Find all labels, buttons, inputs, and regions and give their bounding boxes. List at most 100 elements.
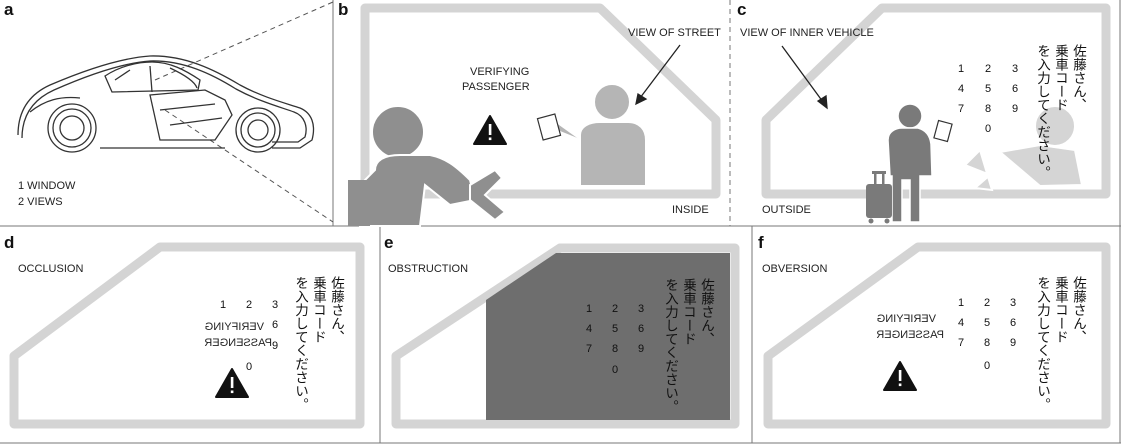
jp-line-3: を入力してください。 bbox=[662, 278, 679, 413]
mirrored-verifying-text: VERIFYING PASSENGER bbox=[204, 321, 272, 349]
key-3: 3 bbox=[638, 303, 644, 315]
panel-d: d OCCLUSION 1 2 3 6 9 0 VERIFYING PASSEN… bbox=[4, 233, 365, 429]
japanese-message-e: 佐藤さん、 乗車コード を入力してください。 bbox=[662, 278, 715, 413]
person-inside bbox=[963, 105, 1084, 192]
obversion-title: OBVERSION bbox=[762, 263, 827, 275]
key-8: 8 bbox=[984, 337, 990, 349]
key-2: 2 bbox=[985, 63, 991, 75]
japanese-message-c: 佐藤さん、 乗車コード を入力してください。 bbox=[1034, 44, 1087, 179]
japanese-message-d: 佐藤さん、 乗車コード を入力してください。 bbox=[292, 276, 345, 411]
window-frame bbox=[360, 3, 721, 199]
car-illustration bbox=[17, 55, 315, 153]
inside-label: INSIDE bbox=[672, 204, 709, 216]
panel-e: e OBSTRUCTION 1 2 3 4 5 6 7 8 9 0 佐藤さん、 … bbox=[384, 233, 740, 429]
key-8: 8 bbox=[612, 343, 618, 355]
jp-line-2: 乗車コード bbox=[310, 276, 327, 344]
key-5: 5 bbox=[984, 317, 990, 329]
key-3: 3 bbox=[1012, 63, 1018, 75]
window-frame bbox=[9, 242, 365, 429]
panel-c: c VIEW OF INNER VEHICLE 1 bbox=[737, 0, 1111, 224]
suitcase-icon bbox=[866, 171, 892, 224]
jp-line-3: を入力してください。 bbox=[292, 276, 309, 411]
key-4: 4 bbox=[586, 323, 592, 335]
mirrored-verifying-text: VERIFYING PASSENGER bbox=[876, 313, 944, 341]
view-of-inner-vehicle-label: VIEW OF INNER VEHICLE bbox=[740, 27, 874, 39]
phone-icon bbox=[536, 113, 562, 141]
key-3: 3 bbox=[272, 299, 278, 311]
verifying-line-2: PASSENGER bbox=[462, 81, 530, 93]
verifying-line-1: VERIFYING bbox=[877, 313, 936, 325]
view-of-street-label: VIEW OF STREET bbox=[628, 27, 721, 39]
key-2: 2 bbox=[246, 299, 252, 311]
caption-line-2: 2 VIEWS bbox=[18, 196, 63, 208]
arrow-icon bbox=[635, 44, 681, 106]
key-4: 4 bbox=[958, 83, 964, 95]
verifying-line-2: PASSENGER bbox=[876, 329, 944, 341]
key-8: 8 bbox=[985, 103, 991, 115]
person-outside bbox=[551, 83, 647, 187]
panel-f: f OBVERSION VERIFYING PASSENGER 1 2 3 4 … bbox=[758, 233, 1111, 429]
key-4: 4 bbox=[958, 317, 964, 329]
key-9: 9 bbox=[638, 343, 644, 355]
jp-line-2: 乗車コード bbox=[1052, 44, 1069, 112]
jp-line-2: 乗車コード bbox=[680, 278, 697, 346]
key-7: 7 bbox=[958, 337, 964, 349]
key-0: 0 bbox=[246, 361, 252, 373]
key-2: 2 bbox=[984, 297, 990, 309]
key-6: 6 bbox=[1010, 317, 1016, 329]
occlusion-title: OCCLUSION bbox=[18, 263, 83, 275]
panel-letter-a: a bbox=[4, 0, 14, 19]
keypad-e: 1 2 3 4 5 6 7 8 9 0 bbox=[586, 303, 644, 376]
key-2: 2 bbox=[612, 303, 618, 315]
japanese-message-f: 佐藤さん、 乗車コード を入力してください。 bbox=[1034, 276, 1087, 411]
jp-line-3: を入力してください。 bbox=[1034, 44, 1051, 179]
phone-icon bbox=[933, 119, 953, 143]
key-6: 6 bbox=[1012, 83, 1018, 95]
key-5: 5 bbox=[612, 323, 618, 335]
key-1: 1 bbox=[958, 297, 964, 309]
seat bbox=[348, 180, 370, 226]
key-1: 1 bbox=[586, 303, 592, 315]
key-6: 6 bbox=[272, 319, 278, 331]
key-1: 1 bbox=[958, 63, 964, 75]
keypad-c: 1 2 3 4 5 6 7 8 9 0 bbox=[958, 63, 1018, 135]
jp-line-2: 乗車コード bbox=[1052, 276, 1069, 344]
key-9: 9 bbox=[1012, 103, 1018, 115]
obstruction-title: OBSTRUCTION bbox=[388, 263, 468, 275]
key-6: 6 bbox=[638, 323, 644, 335]
verifying-line-1: VERIFYING bbox=[205, 321, 264, 333]
window-frame bbox=[761, 3, 1111, 199]
outside-label: OUTSIDE bbox=[762, 204, 811, 216]
projection-lines bbox=[154, 1, 334, 223]
key-9: 9 bbox=[272, 340, 278, 352]
key-7: 7 bbox=[586, 343, 592, 355]
key-5: 5 bbox=[985, 83, 991, 95]
warning-icon bbox=[883, 361, 917, 391]
jp-line-1: 佐藤さん、 bbox=[328, 276, 345, 344]
panel-letter-d: d bbox=[4, 233, 14, 252]
keypad-f: 1 2 3 4 5 6 7 8 9 0 bbox=[958, 297, 1016, 372]
verifying-line-2: PASSENGER bbox=[204, 337, 272, 349]
person-outside bbox=[887, 103, 933, 223]
panel-letter-b: b bbox=[338, 0, 348, 19]
caption-line-1: 1 WINDOW bbox=[18, 180, 76, 192]
panel-letter-e: e bbox=[384, 233, 393, 252]
jp-line-1: 佐藤さん、 bbox=[1070, 44, 1087, 112]
arrow-icon bbox=[781, 45, 828, 110]
panel-letter-c: c bbox=[737, 0, 746, 19]
key-3: 3 bbox=[1010, 297, 1016, 309]
window-frame bbox=[391, 243, 740, 429]
dark-screen bbox=[486, 253, 730, 420]
jp-line-1: 佐藤さん、 bbox=[698, 278, 715, 346]
panel-b: b VIEW OF STREET VERIFYING PASSENGER bbox=[338, 0, 721, 227]
key-7: 7 bbox=[958, 103, 964, 115]
keypad-d: 1 2 3 6 9 0 bbox=[220, 299, 278, 373]
warning-icon bbox=[473, 115, 507, 145]
jp-line-3: を入力してください。 bbox=[1034, 276, 1051, 411]
key-1: 1 bbox=[220, 299, 226, 311]
key-9: 9 bbox=[1010, 337, 1016, 349]
key-0: 0 bbox=[984, 360, 990, 372]
panel-a: a 1 WINDOW 2 VIEWS bbox=[4, 0, 334, 223]
jp-line-1: 佐藤さん、 bbox=[1070, 276, 1087, 344]
